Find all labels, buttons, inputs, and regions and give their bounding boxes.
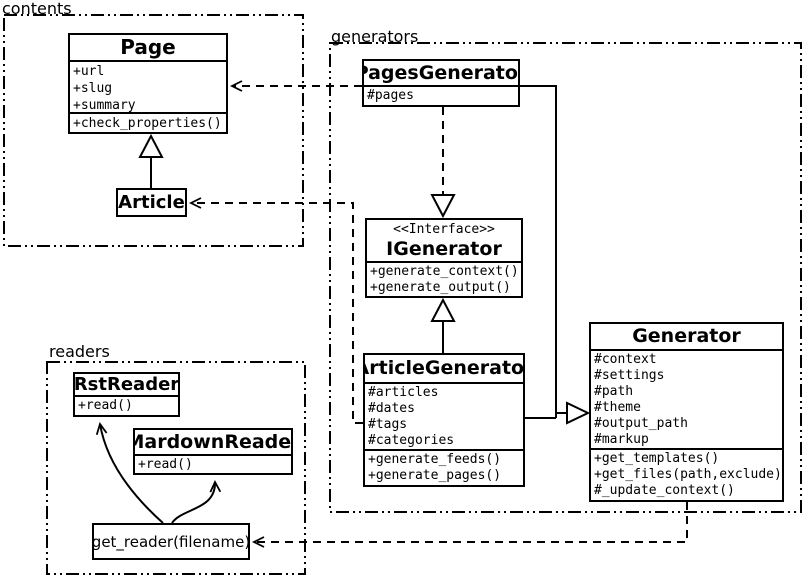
attribute-row: #settings (594, 367, 665, 383)
attribute-row: #dates (368, 400, 415, 416)
package-generators-label: generators (331, 27, 419, 46)
attribute-row: #theme (594, 399, 641, 415)
edge-articlegenerator-to-generator (525, 412, 567, 419)
attribute-row: #categories (368, 432, 455, 448)
edge-generator-to-getreader (251, 502, 688, 548)
package-contents-border (3, 14, 304, 247)
function-get-reader: get_reader(filename) (92, 523, 250, 560)
class-page-methods: +check_properties() (70, 111, 226, 132)
interface-igenerator-header: <<Interface>> IGenerator (367, 220, 521, 261)
class-articlegenerator-methods: +generate_feeds() +generate_pages() (365, 449, 523, 485)
edge-articlegenerator-to-article (188, 197, 363, 424)
edge-getreader-to-rstreader (95, 422, 164, 524)
class-pagesgenerator-title: PagesGenerator (364, 62, 518, 85)
class-rstreader: RstReader +read() (73, 372, 180, 417)
attribute-row: #pages (367, 88, 414, 104)
method-row: +generate_context() (370, 263, 519, 279)
package-readers-border (46, 361, 306, 575)
class-generator: Generator #context #settings #path #them… (589, 322, 784, 502)
edge-pagesgenerator-to-generator (520, 85, 557, 418)
package-generators-border (329, 42, 802, 513)
triangle-pagesgenerator-to-igenerator (430, 194, 456, 219)
method-row: +get_files(path,exclude) (594, 467, 782, 483)
method-row: #_update_context() (594, 483, 735, 499)
method-row: +generate_feeds() (368, 452, 502, 468)
class-page-attributes: +url +slug +summary (70, 59, 226, 112)
interface-stereotype: <<Interface>> (393, 222, 495, 237)
attribute-row: #context (594, 351, 657, 367)
class-mardownreader-title: MardownReader (135, 430, 291, 453)
class-rstreader-title: RstReader (75, 374, 178, 396)
triangle-articlegenerator-to-igenerator (430, 297, 456, 322)
class-pagesgenerator: PagesGenerator #pages (362, 59, 520, 107)
method-row: +read() (78, 398, 133, 414)
class-mardownreader-methods: +read() (135, 453, 291, 473)
interface-igenerator: <<Interface>> IGenerator +generate_conte… (365, 218, 523, 298)
triangle-to-generator (566, 401, 591, 425)
class-article-title: Article (118, 192, 185, 213)
class-rstreader-methods: +read() (75, 395, 178, 415)
attribute-row: #tags (368, 416, 408, 432)
method-row: +read() (138, 456, 193, 472)
attribute-row: +slug (73, 80, 113, 96)
class-generator-attributes: #context #settings #path #theme #output_… (591, 348, 782, 448)
method-row: +get_templates() (594, 451, 720, 467)
method-row: +check_properties() (73, 115, 222, 131)
class-page-title: Page (120, 35, 176, 60)
interface-igenerator-title: IGenerator (386, 238, 502, 260)
class-articlegenerator-attributes: #articles #dates #tags #categories (365, 381, 523, 449)
attribute-row: #markup (594, 431, 649, 447)
class-generator-title: Generator (632, 325, 741, 348)
interface-igenerator-methods: +generate_context() +generate_output() (367, 260, 521, 296)
method-row: +generate_output() (370, 279, 511, 295)
method-row: +generate_pages() (368, 468, 502, 484)
class-articlegenerator: ArticleGenerator #articles #dates #tags … (363, 353, 525, 487)
class-articlegenerator-title: ArticleGenerator (365, 357, 523, 380)
attribute-row: #articles (368, 384, 439, 400)
attribute-row: +summary (73, 97, 136, 112)
class-generator-methods: +get_templates() +get_files(path,exclude… (591, 448, 782, 500)
attribute-row: #output_path (594, 415, 688, 431)
package-contents-label: contents (2, 0, 72, 18)
package-readers-label: readers (49, 342, 110, 361)
triangle-article-to-page (138, 133, 164, 158)
class-mardownreader: MardownReader +read() (133, 428, 293, 475)
attribute-row: #path (594, 383, 634, 399)
attribute-row: +url (73, 63, 105, 79)
class-article: Article (116, 188, 187, 217)
edge-getreader-to-mardownreader (171, 479, 222, 524)
class-page: Page +url +slug +summary +check_properti… (68, 33, 228, 134)
class-pagesgenerator-attributes: #pages (364, 85, 518, 105)
